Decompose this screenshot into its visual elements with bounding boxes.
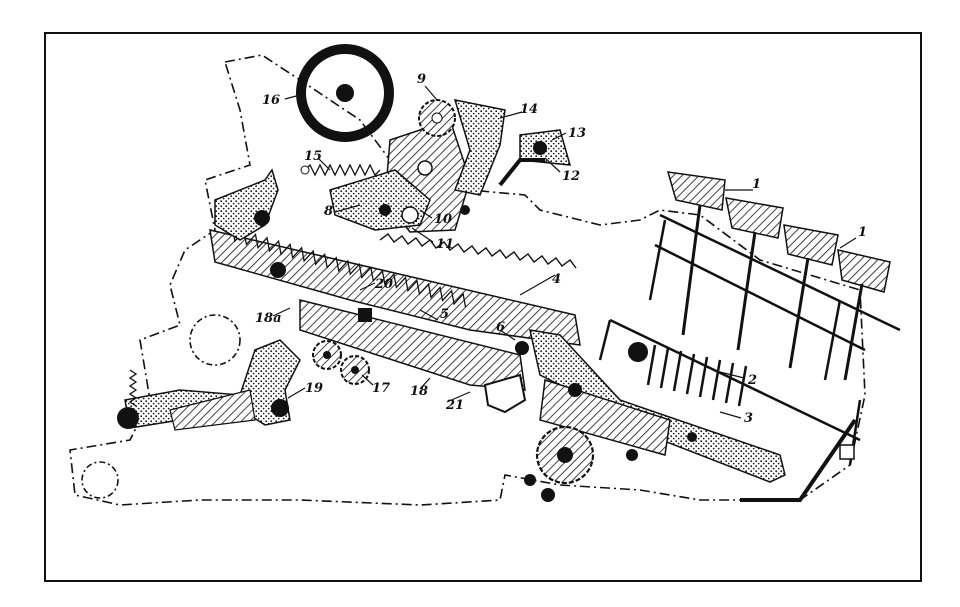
pivot-upper-left <box>254 210 270 226</box>
key-stem-4 <box>843 283 864 381</box>
gear-17b-hub <box>351 366 359 374</box>
spool-16-hub <box>336 84 354 102</box>
key-cap-2 <box>725 197 784 239</box>
label-17: 17 <box>372 381 390 396</box>
rack-teeth-4 <box>379 233 577 269</box>
gear-10-pivot <box>417 160 433 176</box>
spring-left <box>128 369 138 407</box>
pin-lower-d <box>687 432 697 442</box>
gear-17a-hub <box>323 351 331 359</box>
key-frame <box>609 213 901 442</box>
label-15: 15 <box>304 149 322 164</box>
base-bracket <box>740 418 857 502</box>
gear-9-hub <box>431 112 443 124</box>
label-9: 9 <box>417 72 426 87</box>
spring-15-anchor <box>300 165 310 175</box>
housing-hole-left <box>81 461 119 499</box>
label-11: 11 <box>436 237 454 252</box>
label-8: 8 <box>324 204 333 219</box>
pivot-lower-rack <box>568 383 582 397</box>
label-10: 10 <box>434 212 452 227</box>
rack-bar-4 <box>209 229 581 346</box>
label-12: 12 <box>562 169 580 184</box>
spring-15 <box>304 163 381 177</box>
pin-lower-b <box>541 488 555 502</box>
label-18a: 18a <box>255 311 282 326</box>
key-cap-1 <box>666 171 726 211</box>
key-stem-1 <box>681 204 702 336</box>
spring-5 <box>224 226 467 308</box>
pivot-19 <box>271 399 289 417</box>
spool-16-rim <box>296 44 394 142</box>
typebar-stack <box>646 344 748 407</box>
key-stem-2 <box>736 231 757 351</box>
key-caps <box>666 171 891 293</box>
pin-lower-c <box>626 449 638 461</box>
label-18: 18 <box>410 384 428 399</box>
label-21: 21 <box>445 398 464 413</box>
pivot-11 <box>401 206 419 224</box>
pivot-6 <box>515 341 529 355</box>
pin-12 <box>460 205 470 215</box>
housing-hole-mid <box>189 314 241 366</box>
pin-lower-a <box>524 474 536 486</box>
label-4: 4 <box>552 272 561 287</box>
key-frame-verticals <box>598 219 862 466</box>
pivot-right <box>628 342 648 362</box>
label-13: 13 <box>568 126 586 141</box>
key-stem-3 <box>788 257 810 369</box>
label-14: 14 <box>520 102 538 117</box>
leader-lines <box>272 85 857 419</box>
end-cap <box>839 444 855 460</box>
pivot-20 <box>270 262 286 278</box>
key-cap-3 <box>783 224 839 266</box>
lower-rack <box>539 379 671 456</box>
key-stems <box>681 204 864 381</box>
label-6: 6 <box>496 320 505 335</box>
label-1b: 1 <box>858 225 867 240</box>
latch-21 <box>483 373 527 414</box>
stippled-arm-14 <box>453 99 506 196</box>
cam-13-pivot <box>533 141 547 155</box>
key-cap-4 <box>837 249 891 293</box>
label-3: 3 <box>744 411 753 426</box>
label-1: 1 <box>752 177 761 192</box>
label-16: 16 <box>262 93 280 108</box>
lower-gear-hub <box>557 447 573 463</box>
label-2: 2 <box>747 373 757 388</box>
block-18a <box>358 308 372 322</box>
lever-19-hatched <box>169 389 256 431</box>
lever-12 <box>498 158 545 187</box>
label-19: 19 <box>305 381 323 396</box>
label-5: 5 <box>440 307 449 322</box>
label-20: 20 <box>374 277 393 292</box>
pivot-8 <box>379 204 391 216</box>
pivot-left <box>117 407 139 429</box>
